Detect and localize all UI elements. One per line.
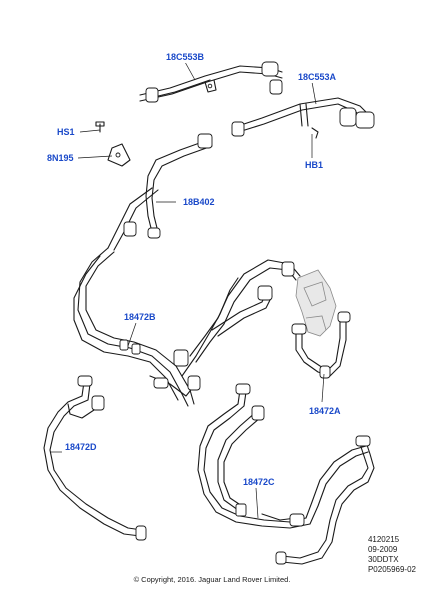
hose-connector [231,121,245,137]
hose-connector [261,61,279,77]
info-line-2: 09-2009 [367,545,398,554]
hose-connector [289,513,305,527]
hose-connector [235,383,251,395]
hose-connector [147,227,161,239]
hose-connector [251,405,265,421]
info-line-1: 4120215 [367,535,400,544]
hose-connector [173,349,189,367]
info-line-3: 30DDTX [367,555,399,564]
reference-info: 4120215 09-2009 30DDTX P0205969-02 [368,535,416,575]
hose-connector [291,323,307,335]
copyright-notice: © Copyright, 2016. Jaguar Land Rover Lim… [133,575,291,584]
hose-connector [135,525,147,541]
hose-connector [281,261,295,277]
hose-connector [197,133,213,149]
callout-18472a: 18472A [308,406,342,417]
leader-lines [50,61,325,519]
callout-18c553b: 18C553B [165,52,206,63]
callout-18472d: 18472D [64,442,98,453]
hose-18c553b [139,61,283,103]
hose-connector [153,377,169,389]
hose-connector [123,221,137,237]
callout-hb1: HB1 [304,160,325,171]
hose-18472d [43,375,147,541]
callout-18c553a: 18C553A [297,72,338,83]
heater-pump-bracket [295,269,337,337]
hose-18b402 [107,133,213,251]
callout-18b402: 18B402 [182,197,216,208]
callout-18472c: 18472C [242,477,276,488]
hose-connector [355,435,371,447]
info-line-4: P0205969-02 [367,565,416,574]
callout-18472b: 18472B [123,312,157,323]
hose-connector [145,87,159,103]
callout-hs1: HS1 [56,127,76,138]
hose-18472a [291,311,351,379]
hose-connector [91,395,105,411]
hose-connector [339,107,357,127]
callout-8n195: 8N195 [46,153,75,164]
hose-connector [275,551,287,565]
hose-connector [187,375,201,391]
hose-connector [337,311,351,323]
hose-connector [257,285,273,301]
hose-connector [77,375,93,387]
hose-connector [269,79,283,95]
hose-18472c [197,383,375,565]
hose-18c553a [231,97,375,139]
bracket-8n195 [95,121,131,167]
hose-connector [355,111,375,129]
hose-18472b [73,247,301,407]
